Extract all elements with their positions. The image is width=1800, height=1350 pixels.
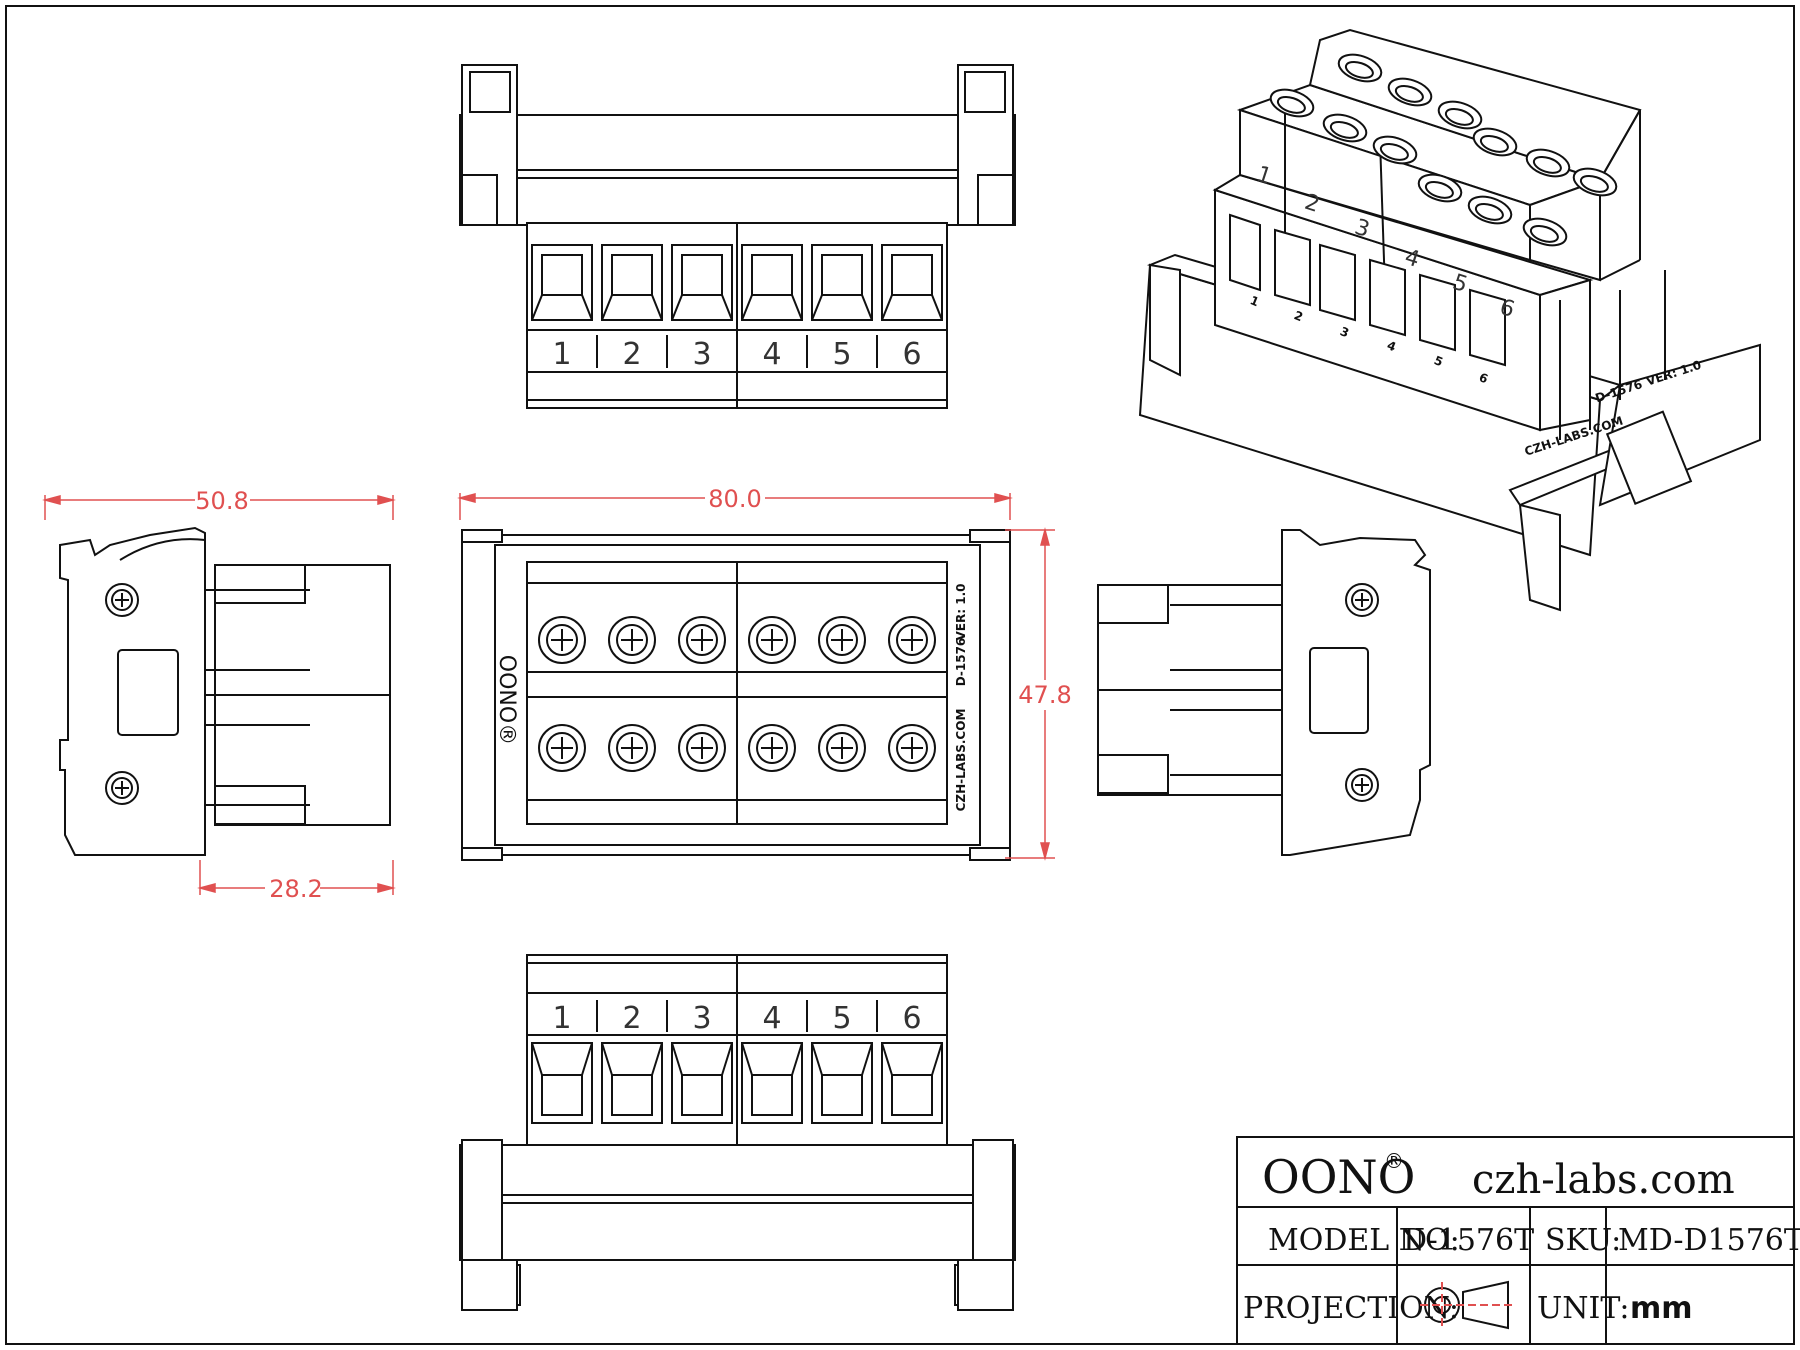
title-website: czh-labs.com xyxy=(1472,1157,1735,1203)
iso-screw-hole-icon xyxy=(1472,127,1518,157)
wire-entry-hole xyxy=(876,1000,943,1124)
terminal-screw-icon xyxy=(888,724,936,772)
iso-screw-hole-icon xyxy=(1417,173,1463,203)
unit-value: mm xyxy=(1630,1291,1693,1326)
terminal-label: 1 xyxy=(552,1001,571,1036)
terminal-label: 3 xyxy=(692,337,711,372)
model-label: MODEL NO: xyxy=(1268,1223,1460,1258)
title-registered-mark: ® xyxy=(1384,1149,1404,1173)
mounting-screw-icon xyxy=(105,583,139,617)
wire-entry-hole xyxy=(531,1042,593,1124)
top-version-text: VER: 1.0 xyxy=(954,584,968,641)
projection-label: PROJECTION: xyxy=(1243,1291,1459,1326)
top-website-text: CZH-LABS.COM xyxy=(954,709,968,812)
terminal-screw-icon xyxy=(608,616,656,664)
mounting-screw-icon xyxy=(105,771,139,805)
dim-side-depth: 50.8 xyxy=(195,487,248,515)
wire-entry-hole xyxy=(806,1000,873,1124)
mounting-screw-icon xyxy=(1345,583,1379,617)
wire-entry-hole xyxy=(736,244,803,368)
mounting-screw-icon xyxy=(1345,768,1379,802)
iso-screw-hole-icon xyxy=(1572,167,1618,197)
terminal-label: 6 xyxy=(902,1001,921,1036)
terminal-screw-icon xyxy=(608,724,656,772)
model-value: D-1576T xyxy=(1403,1223,1534,1258)
front-view-top xyxy=(459,64,1016,409)
wire-entry-hole xyxy=(596,244,663,368)
terminal-screw-icon xyxy=(748,616,796,664)
terminal-label: 2 xyxy=(622,1001,641,1036)
top-view xyxy=(461,529,1011,861)
side-view-left xyxy=(59,526,391,856)
title-block xyxy=(1236,1136,1795,1345)
terminal-screw-icon xyxy=(818,724,866,772)
dim-height: 47.8 xyxy=(1018,681,1071,709)
sku-value: MD-D1576T-1 xyxy=(1618,1223,1800,1258)
unit-label: UNIT: xyxy=(1537,1291,1629,1326)
terminal-screw-icon xyxy=(538,724,586,772)
terminal-label: 5 xyxy=(832,1001,851,1036)
wire-entry-hole xyxy=(666,1000,733,1124)
terminal-label: 4 xyxy=(762,337,781,372)
top-part-text: D-1576 xyxy=(954,638,968,687)
top-brand-mark: OONO® xyxy=(494,655,519,745)
iso-screw-hole-icon xyxy=(1437,100,1483,130)
projection-symbol-icon xyxy=(1420,1280,1515,1330)
terminal-screw-icon xyxy=(818,616,866,664)
title-brand: OONO xyxy=(1262,1150,1415,1204)
terminal-screw-icon xyxy=(538,616,586,664)
wire-entry-hole xyxy=(736,1000,803,1124)
terminal-label: 2 xyxy=(622,337,641,372)
iso-screw-hole-icon xyxy=(1525,148,1571,178)
iso-screw-hole-icon xyxy=(1337,53,1383,83)
terminal-screw-icon xyxy=(678,616,726,664)
wire-entry-hole xyxy=(876,244,943,368)
iso-screw-hole-icon xyxy=(1322,113,1368,143)
front-view-bottom xyxy=(459,954,1016,1311)
iso-screw-hole-icon xyxy=(1522,217,1568,247)
wire-entry-hole xyxy=(806,244,873,368)
wire-entry-hole xyxy=(666,244,733,368)
terminal-label: 1 xyxy=(552,337,571,372)
terminal-label: 4 xyxy=(762,1001,781,1036)
dim-width: 80.0 xyxy=(708,485,761,513)
side-view-right xyxy=(1097,529,1431,856)
wire-entry-hole xyxy=(596,1000,663,1124)
sku-label: SKU: xyxy=(1545,1223,1621,1258)
terminal-label: 5 xyxy=(832,337,851,372)
terminal-label: 6 xyxy=(902,337,921,372)
iso-screw-hole-icon xyxy=(1372,135,1418,165)
iso-screw-hole-icon xyxy=(1387,77,1433,107)
wire-entry-hole xyxy=(531,244,593,321)
terminal-screw-icon xyxy=(678,724,726,772)
iso-screw-hole-icon xyxy=(1467,195,1513,225)
drawing-border xyxy=(5,5,1795,1345)
terminal-screw-icon xyxy=(888,616,936,664)
terminal-label: 3 xyxy=(692,1001,711,1036)
terminal-screw-icon xyxy=(748,724,796,772)
iso-screw-hole-icon xyxy=(1269,88,1315,118)
dim-rail-offset: 28.2 xyxy=(269,875,322,903)
